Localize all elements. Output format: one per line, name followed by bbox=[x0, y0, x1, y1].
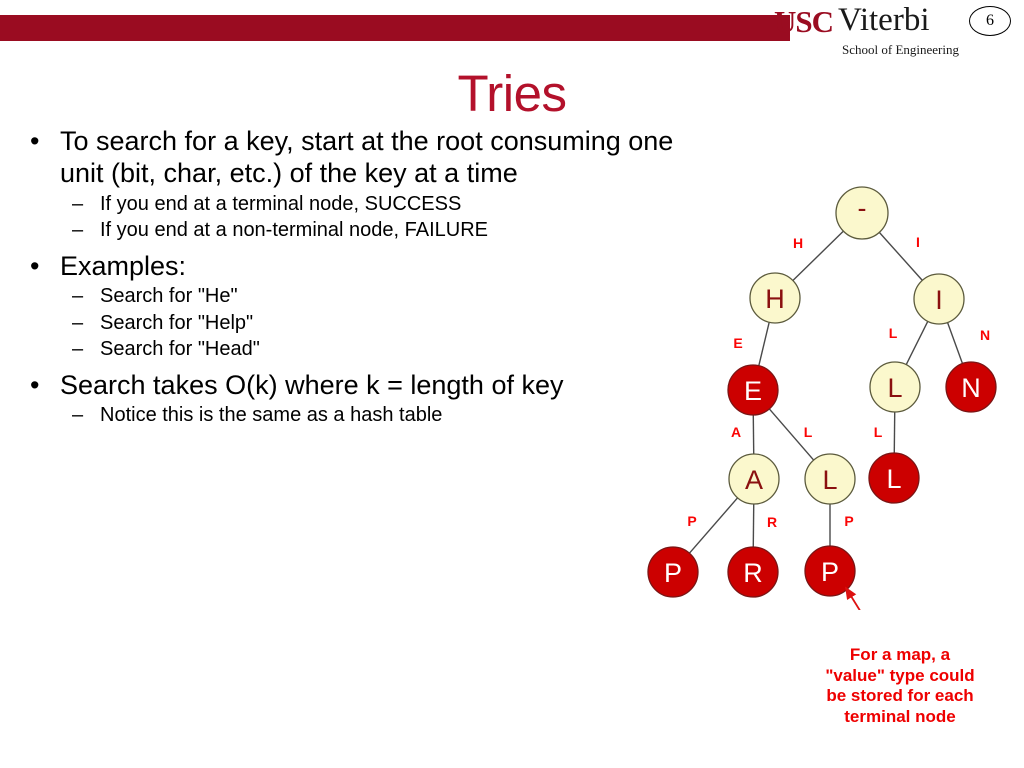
bullet-item-level2: –If you end at a non-terminal node, FAIL… bbox=[24, 218, 674, 242]
annotation-arrow-icon bbox=[845, 586, 861, 610]
bullet-text: If you end at a non-terminal node, FAILU… bbox=[100, 219, 488, 242]
trie-node-label: P bbox=[664, 558, 682, 588]
trie-edge bbox=[792, 230, 844, 282]
trie-edge bbox=[768, 408, 815, 461]
trie-edge-label: N bbox=[980, 327, 990, 343]
trie-edge-label-group: H I E L N A L L P R P bbox=[687, 234, 990, 530]
trie-caption-line: be stored for each bbox=[826, 686, 974, 706]
trie-node-nonterminal bbox=[913, 273, 965, 325]
trie-svg-canvas: - H I E L N A L L P R P H I E L N A L L P R P bbox=[647, 186, 997, 610]
trie-edge-label: L bbox=[874, 424, 883, 440]
trie-edge bbox=[878, 231, 923, 281]
trie-edge-label: I bbox=[916, 234, 920, 250]
bullet-item-level2: –Search for "Help" bbox=[24, 311, 674, 335]
trie-edge bbox=[905, 321, 929, 365]
bullet-dash-icon: – bbox=[72, 285, 84, 308]
bullet-dot-icon: • bbox=[30, 369, 40, 400]
trie-node-terminal bbox=[727, 364, 779, 416]
trie-caption-line: "value" type could bbox=[825, 665, 975, 685]
bullet-text: Search for "Head" bbox=[100, 338, 260, 361]
trie-node-label: R bbox=[743, 558, 763, 588]
bullet-dash-icon: – bbox=[72, 404, 84, 427]
bullet-text: Search for "He" bbox=[100, 285, 238, 308]
bullet-item-level1: • To search for a key, start at the root … bbox=[24, 126, 674, 190]
bullet-text: Search for "Help" bbox=[100, 311, 254, 334]
bullet-item-level2: –If you end at a terminal node, SUCCESS bbox=[24, 192, 674, 216]
bullet-text: Search takes O(k) where k = length of ke… bbox=[60, 369, 564, 400]
trie-node-label: L bbox=[822, 465, 837, 495]
trie-caption-line: terminal node bbox=[844, 707, 956, 727]
header-accent-bar bbox=[0, 15, 790, 41]
bullet-dash-icon: – bbox=[72, 192, 84, 215]
bullet-dash-icon: – bbox=[72, 311, 84, 334]
bullet-list: • To search for a key, start at the root … bbox=[24, 126, 674, 430]
logo-viterbi-text: Viterbi bbox=[838, 2, 930, 38]
bullet-dash-icon: – bbox=[72, 338, 84, 361]
bullet-text: Examples: bbox=[60, 250, 187, 281]
bullet-dash-icon: – bbox=[72, 219, 84, 242]
trie-node-label: A bbox=[745, 465, 763, 495]
trie-edge bbox=[758, 322, 770, 366]
trie-node-label: L bbox=[887, 373, 902, 403]
trie-annotation-arrow-group bbox=[845, 586, 861, 610]
bullet-text: To search for a key, start at the root c… bbox=[60, 126, 674, 188]
trie-node-label: N bbox=[961, 373, 981, 403]
bullet-item-level2: –Notice this is the same as a hash table bbox=[24, 403, 674, 427]
trie-edge bbox=[946, 322, 964, 364]
bullet-item-level2: –Search for "He" bbox=[24, 284, 674, 308]
trie-node-group: - H I E L N A L L P R P bbox=[647, 186, 997, 598]
trie-edge-label: E bbox=[733, 335, 742, 351]
trie-node-nonterminal bbox=[869, 361, 921, 413]
trie-edge-label: L bbox=[889, 325, 898, 341]
slide-number-badge: 6 bbox=[969, 6, 1011, 36]
trie-edge-label: P bbox=[687, 513, 696, 529]
trie-edge-label: L bbox=[804, 424, 813, 440]
trie-edge bbox=[688, 497, 739, 554]
trie-node-label: - bbox=[858, 193, 867, 223]
trie-node-nonterminal bbox=[804, 453, 856, 505]
trie-edge-group bbox=[688, 230, 964, 554]
bullet-dot-icon: • bbox=[30, 250, 40, 281]
trie-edge-label: H bbox=[793, 235, 803, 251]
trie-node-nonterminal bbox=[728, 453, 780, 505]
page-title: Tries bbox=[457, 65, 567, 122]
bullet-text: Notice this is the same as a hash table bbox=[100, 404, 443, 427]
logo-usc-text: USC bbox=[774, 4, 834, 39]
trie-edge-label: A bbox=[731, 424, 741, 440]
bullet-item-level1: • Examples: bbox=[24, 251, 674, 283]
logo-tagline-text: School of Engineering bbox=[842, 42, 959, 57]
trie-node-nonterminal bbox=[835, 186, 889, 240]
trie-node-label: I bbox=[935, 285, 943, 315]
trie-node-label: L bbox=[886, 464, 901, 494]
trie-node-label: P bbox=[821, 557, 839, 587]
trie-diagram: - H I E L N A L L P R P H I E L N A L L P R P bbox=[620, 170, 1024, 610]
logo-square-icon bbox=[752, 16, 769, 33]
trie-caption-line: For a map, a bbox=[849, 645, 951, 664]
trie-node-terminal bbox=[868, 452, 920, 504]
trie-node-label: E bbox=[744, 376, 762, 406]
trie-node-terminal bbox=[945, 361, 997, 413]
trie-edge-label: R bbox=[767, 514, 777, 530]
bullet-item-level1: • Search takes O(k) where k = length of k… bbox=[24, 370, 674, 402]
bullet-dot-icon: • bbox=[30, 126, 40, 156]
trie-node-nonterminal bbox=[749, 272, 801, 324]
bullet-text: If you end at a terminal node, SUCCESS bbox=[100, 192, 462, 215]
trie-node-terminal bbox=[727, 546, 779, 598]
usc-viterbi-logo: USC Viterbi School of Engineering 6 bbox=[752, 2, 1011, 64]
trie-edge-label: P bbox=[844, 513, 853, 529]
trie-node-label: H bbox=[765, 284, 785, 314]
trie-node-terminal bbox=[647, 546, 699, 598]
bullet-item-level2: –Search for "Head" bbox=[24, 337, 674, 361]
trie-node-terminal bbox=[804, 545, 856, 597]
